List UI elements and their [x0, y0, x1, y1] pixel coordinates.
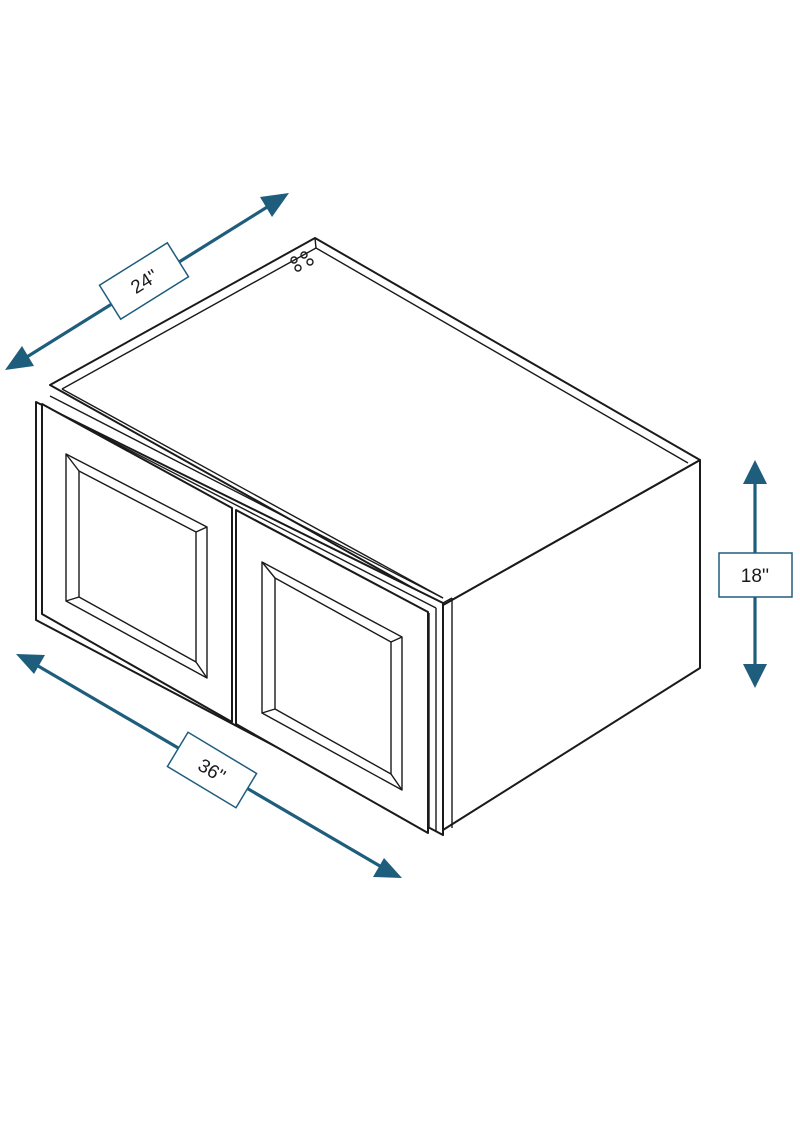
arrow-head-icon: [743, 460, 767, 484]
width-label-box: [166, 731, 258, 809]
right-door: [235, 509, 429, 834]
shelf-pin-holes: [290, 251, 314, 272]
height-label: 18'': [741, 566, 769, 587]
cabinet-top-panel: [49, 237, 701, 606]
top-front-rim: [61, 388, 444, 599]
depth-label-box: [98, 241, 190, 321]
arrow-head-icon: [5, 346, 34, 370]
height-label-box: [718, 552, 793, 598]
left-door: [41, 403, 233, 723]
cabinet: [35, 237, 701, 836]
arrow-head-icon: [260, 193, 289, 217]
arrow-head-icon: [16, 654, 45, 674]
arrow-head-icon: [373, 858, 402, 878]
arrow-head-icon: [743, 664, 767, 688]
height-dimension: 18'': [718, 460, 793, 688]
depth-dimension: 24": [5, 193, 289, 370]
width-dimension: 36": [16, 654, 402, 878]
